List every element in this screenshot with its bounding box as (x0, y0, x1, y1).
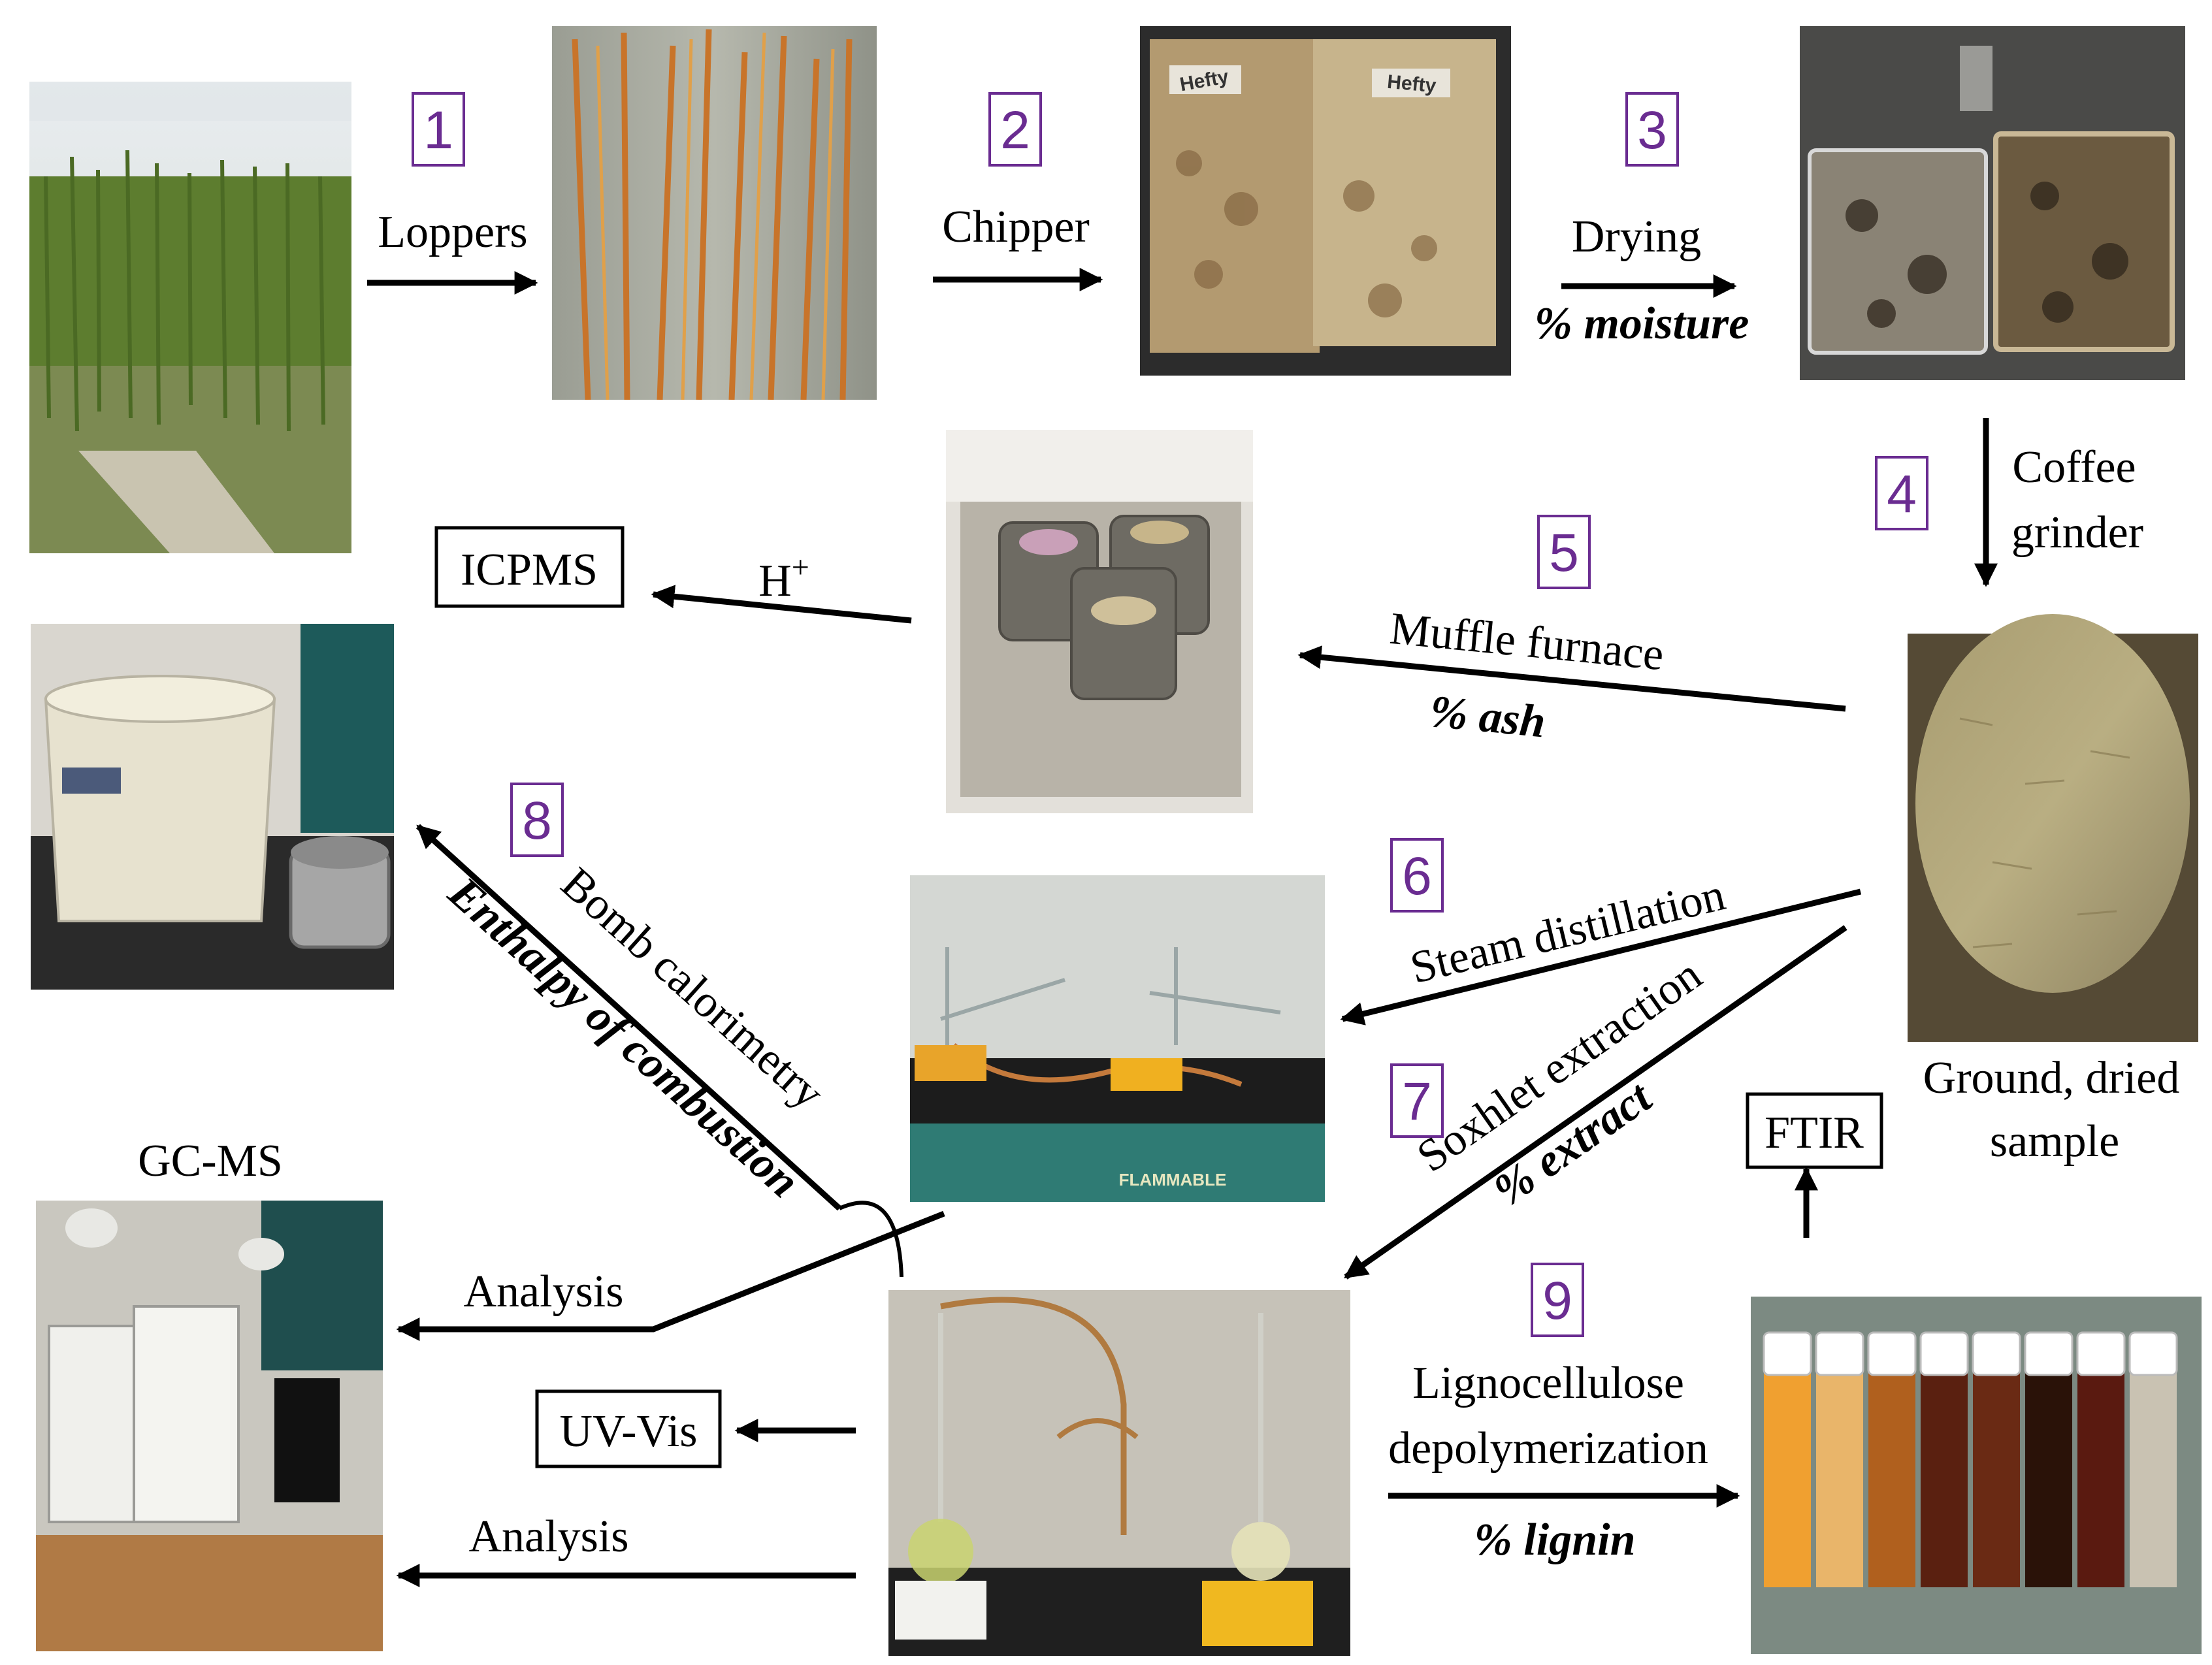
cabinet-flammable-label: FLAMMABLE (1119, 1170, 1227, 1189)
step-4-label-line2: grinder (2011, 508, 2143, 558)
ftir-box: FTIR (1746, 1092, 1883, 1169)
step-5-marker: 5 (1537, 515, 1591, 589)
arrow-steam-distillation (1340, 888, 1862, 1026)
step-3-measure: % moisture (1535, 299, 1749, 349)
muffle-furnace-photo (946, 430, 1253, 813)
step-4-number: 4 (1887, 464, 1917, 524)
arrow-analysis-upper (396, 1210, 945, 1341)
step-2-number: 2 (1000, 101, 1030, 160)
uvvis-label: UV-Vis (559, 1406, 697, 1457)
icpms-box: ICPMS (434, 526, 625, 608)
step-7-marker: 7 (1390, 1063, 1444, 1138)
step-1-marker: 1 (412, 92, 465, 167)
drying-trays-photo (1800, 26, 2185, 380)
step-4-marker: 4 (1875, 456, 1928, 530)
bag-brand-right: Hefty (1386, 71, 1437, 97)
step-4-label-line1: Coffee (2012, 442, 2136, 493)
step-9-label-line1: Lignocellulose (1412, 1358, 1684, 1408)
sample-label-line2: sample (1990, 1116, 2119, 1167)
step-9-measure: % lignin (1474, 1515, 1635, 1565)
analysis-label-lower: Analysis (469, 1511, 629, 1562)
bomb-calorimeter-photo (31, 624, 394, 990)
step-1-number: 1 (423, 101, 453, 160)
step-8-number: 8 (522, 791, 552, 850)
step-5-measure: % ash (1427, 687, 1548, 748)
step-9-number: 9 (1542, 1271, 1572, 1331)
soxhlet-extraction-photo (888, 1290, 1350, 1656)
step-3-marker: 3 (1625, 92, 1679, 167)
sample-label-line1: Ground, dried (1923, 1053, 2180, 1103)
uvvis-box: UV-Vis (535, 1389, 722, 1468)
step-3-label: Drying (1572, 212, 1701, 262)
arrow-acid-digestion (651, 585, 912, 624)
acid-digestion-symbol: H (758, 556, 792, 606)
step-9-marker: 9 (1531, 1263, 1584, 1337)
step-9-label-line2: depolymerization (1388, 1423, 1708, 1474)
willow-field-photo (29, 82, 351, 553)
ftir-label: FTIR (1765, 1108, 1864, 1158)
step-6-number: 6 (1402, 847, 1432, 906)
willow-stems-photo (552, 26, 877, 400)
step-3-number: 3 (1637, 101, 1667, 160)
acid-digestion-label: H+ (758, 550, 809, 606)
lignin-vials-photo (1751, 1297, 2202, 1654)
icpms-label: ICPMS (461, 545, 598, 595)
arrow-bomb-calorimetry (415, 824, 842, 1211)
step-8-marker: 8 (510, 783, 564, 857)
step-7-number: 7 (1402, 1072, 1432, 1131)
gcms-label: GC-MS (138, 1136, 283, 1186)
ground-sample-photo (1908, 614, 2198, 1042)
wood-chip-bags-photo: Hefty Hefty (1140, 26, 1511, 376)
step-2-marker: 2 (988, 92, 1042, 167)
acid-digestion-superscript: + (792, 550, 809, 585)
gcms-instrument-photo (36, 1201, 383, 1651)
analysis-label-upper: Analysis (464, 1267, 624, 1317)
step-2-label: Chipper (942, 202, 1090, 252)
step-5-number: 5 (1549, 523, 1579, 583)
step-1-label: Loppers (378, 207, 527, 257)
step-6-marker: 6 (1390, 838, 1444, 913)
steam-distillation-photo: FLAMMABLE (910, 875, 1325, 1202)
arrow-soxhlet-extraction (1344, 925, 1847, 1280)
arrow-crossover-hop (838, 1201, 903, 1278)
arrow-muffle-furnace (1297, 645, 1846, 712)
